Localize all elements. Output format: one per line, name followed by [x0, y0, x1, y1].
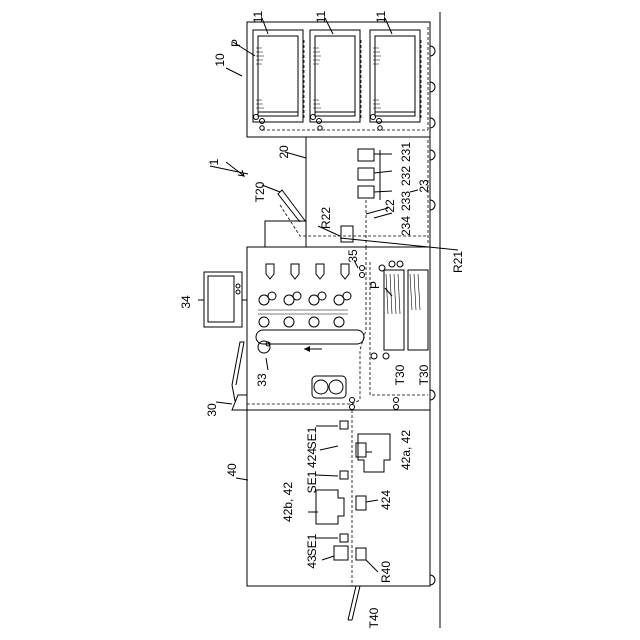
- label-42b: 42b, 42: [281, 482, 295, 522]
- label-feeder-10: 10: [213, 53, 227, 67]
- label-tray-3: 11: [374, 10, 388, 23]
- label-group-23: 23: [417, 179, 431, 193]
- label-42a: 42a, 42: [399, 430, 413, 470]
- label-424-top: 424: [305, 448, 319, 468]
- label-ops-34: 34: [179, 295, 193, 309]
- feeder-casters: [430, 46, 435, 128]
- label-43: 43: [305, 555, 319, 569]
- label-t30-lower: T30: [417, 364, 431, 385]
- operation-panel-34: [204, 272, 247, 327]
- label-paper-feeder: P: [229, 39, 243, 47]
- label-guide-22: 22: [383, 199, 397, 213]
- label-tray-t40: T40: [367, 607, 381, 628]
- label-path-r40: R40: [379, 561, 393, 583]
- label-post-40: 40: [225, 463, 239, 477]
- label-panel-35: 35: [346, 249, 360, 263]
- label-relay-20: 20: [277, 145, 291, 159]
- system-arrow: [226, 162, 244, 176]
- output-tray-30: [232, 342, 247, 410]
- label-part-232: 232: [399, 166, 413, 186]
- label-part-234: 234: [399, 216, 413, 236]
- label-path-r22: R22: [319, 207, 333, 229]
- exit-tray-t40: [348, 586, 360, 620]
- label-sensor-mid: SE1: [305, 470, 319, 493]
- label-sensor-bot: SE1: [305, 533, 319, 556]
- label-belt-33: 33: [255, 373, 269, 387]
- label-path-r21: R21: [451, 251, 465, 273]
- label-part-231: 231: [399, 142, 413, 162]
- label-main-30: 30: [205, 403, 219, 417]
- label-sensor-top: SE1: [305, 426, 319, 449]
- label-part-233: 233: [399, 191, 413, 211]
- label-tray-1: 11: [251, 10, 265, 23]
- label-system-1: 1: [207, 158, 221, 165]
- label-paper-main: P: [368, 281, 382, 289]
- sheet-feeder-10: [247, 22, 435, 137]
- label-424-bot: 424: [379, 490, 393, 510]
- label-t30-upper: T30: [393, 364, 407, 385]
- label-tray-2: 11: [314, 10, 328, 23]
- label-tray-t20: T20: [253, 181, 267, 202]
